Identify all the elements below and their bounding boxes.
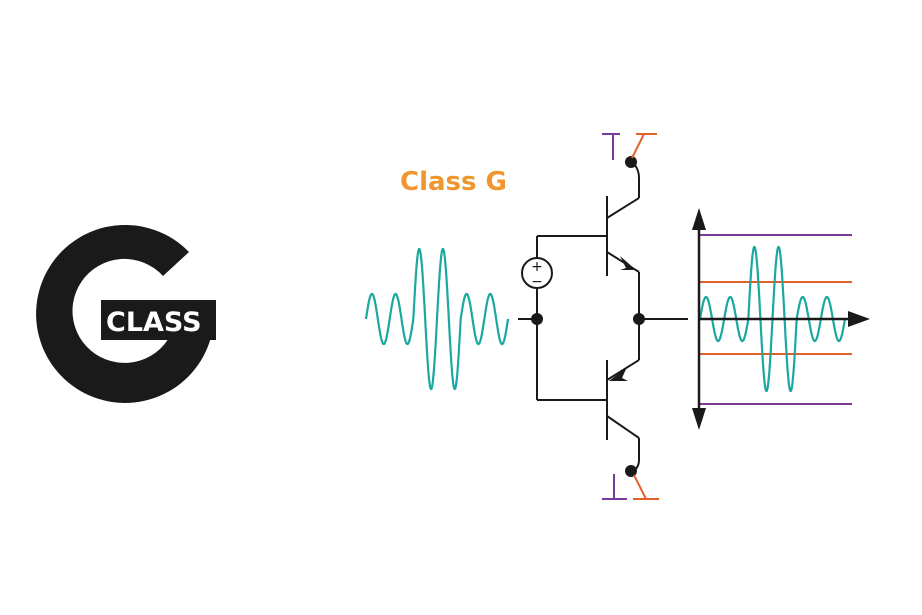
input-signal-waveform (364, 247, 510, 391)
voltage-source: + − (521, 257, 553, 290)
source-plus-sign: + (531, 259, 543, 275)
pnp-transistor-bottom (606, 319, 640, 473)
voltage-axis-up-arrow-icon (692, 208, 706, 230)
source-minus-sign: − (531, 274, 543, 290)
time-axis-arrow-icon (848, 311, 870, 327)
junction-dots (531, 156, 645, 477)
output-junction-dot (633, 313, 645, 325)
input-junction-dot (531, 313, 543, 325)
bottom-rail-switch (602, 474, 659, 500)
logo-g-ring (36, 224, 215, 403)
class-g-logo: CLASS (36, 224, 216, 403)
diagram-title: Class G (400, 167, 507, 197)
top-rail-switch (602, 133, 657, 160)
npn-transistor-top (606, 161, 640, 319)
voltage-axis-down-arrow-icon (692, 408, 706, 430)
top-rail-switch-dot (625, 156, 637, 168)
output-plot (692, 208, 870, 430)
logo-label-box (101, 300, 216, 340)
logo-label: CLASS (106, 307, 202, 338)
bottom-rail-switch-dot (625, 465, 637, 477)
